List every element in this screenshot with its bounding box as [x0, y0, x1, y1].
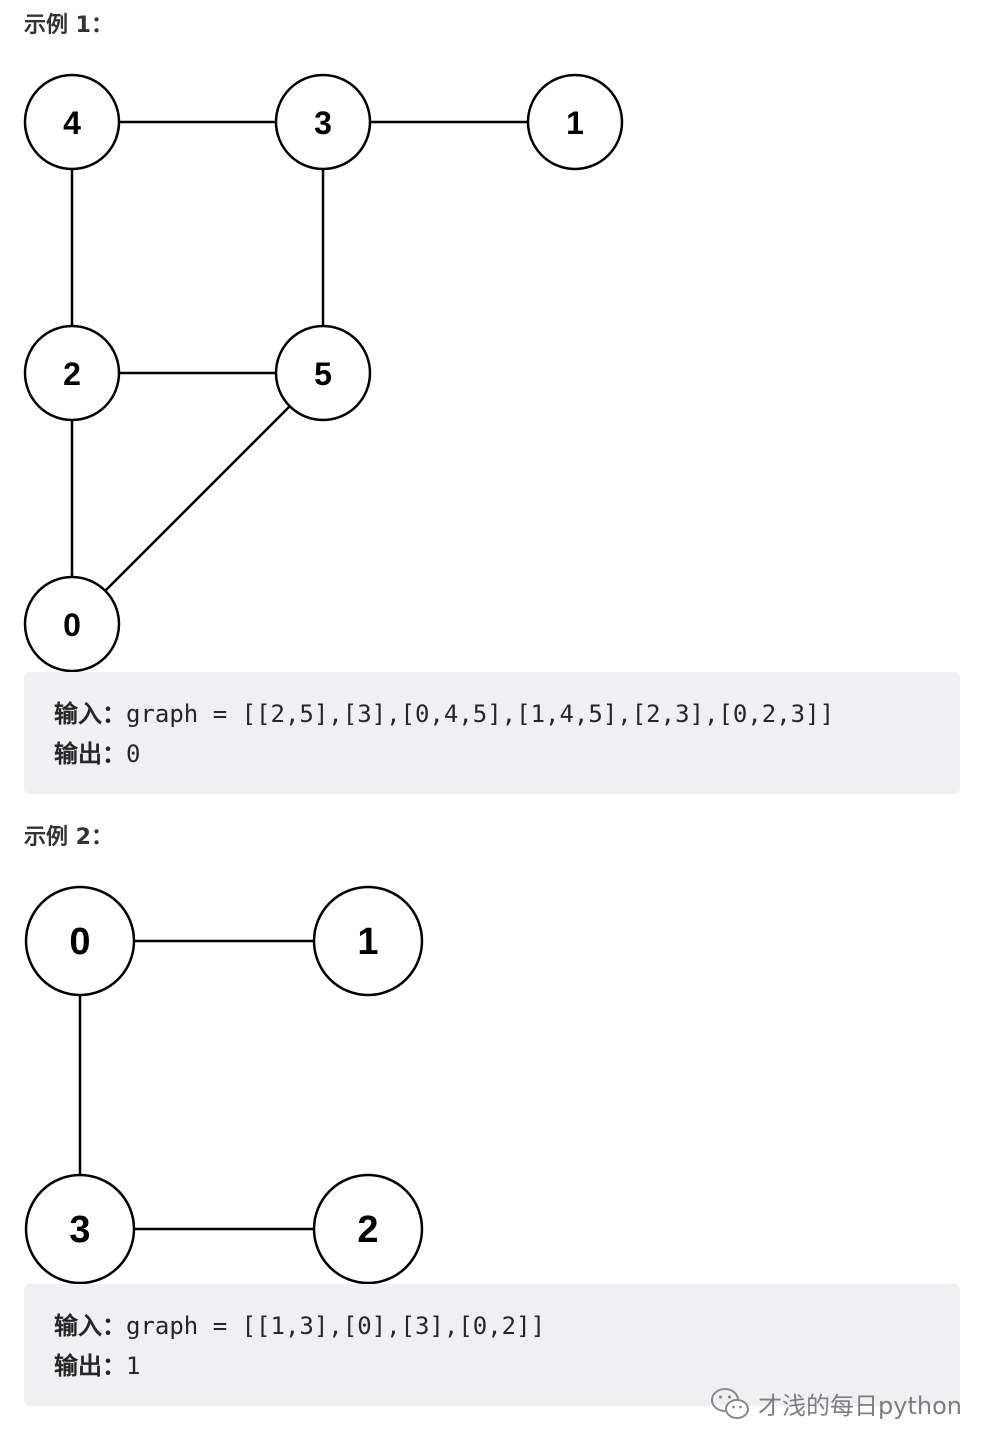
watermark-text: 才浅的每日python	[758, 1392, 962, 1420]
input-label: 输入：	[54, 1312, 126, 1340]
wechat-icon	[710, 1387, 750, 1421]
node-label-4: 4	[63, 105, 81, 141]
input-value: graph = [[1,3],[0],[3],[0,2]]	[126, 1312, 546, 1340]
node-label-2: 2	[63, 356, 81, 392]
output-label: 输出：	[54, 1352, 126, 1380]
example-1-code-block: 输入：graph = [[2,5],[3],[0,4,5],[1,4,5],[2…	[24, 672, 960, 794]
example-2-output-line: 输出：1	[54, 1346, 930, 1386]
node-label-1: 1	[566, 105, 584, 141]
node-1	[312, 885, 424, 997]
example-2-code-block: 输入：graph = [[1,3],[0],[3],[0,2]] 输出：1	[24, 1284, 960, 1406]
output-value: 0	[126, 740, 141, 768]
edge-5-0	[71, 372, 324, 625]
node-2	[23, 324, 121, 422]
example-2-graph: 0 1 2 3	[24, 885, 424, 1285]
node-4	[23, 73, 121, 171]
example-1-graph: 0 1 2 3 4 5	[23, 73, 624, 673]
node-label-1: 1	[357, 921, 378, 963]
node-label-5: 5	[314, 356, 332, 392]
example-1-heading: 示例 1：	[24, 13, 113, 38]
example-1-input-line: 输入：graph = [[2,5],[3],[0,4,5],[1,4,5],[2…	[54, 694, 930, 734]
input-value: graph = [[2,5],[3],[0,4,5],[1,4,5],[2,3]…	[126, 700, 835, 728]
node-label-2: 2	[357, 1209, 378, 1251]
node-3	[24, 1173, 136, 1285]
node-2	[312, 1173, 424, 1285]
node-label-0: 0	[63, 607, 81, 643]
node-label-3: 3	[69, 1209, 90, 1251]
output-label: 输出：	[54, 740, 126, 768]
node-5	[274, 324, 372, 422]
node-label-0: 0	[69, 921, 90, 963]
input-label: 输入：	[54, 700, 126, 728]
node-3	[274, 73, 372, 171]
watermark: 才浅的每日python	[710, 1386, 962, 1421]
example-2-heading: 示例 2：	[24, 825, 113, 850]
example-1-output-line: 输出：0	[54, 734, 930, 774]
node-label-3: 3	[314, 105, 332, 141]
node-1	[526, 73, 624, 171]
node-0	[23, 575, 121, 673]
output-value: 1	[126, 1352, 141, 1380]
example-2-input-line: 输入：graph = [[1,3],[0],[3],[0,2]]	[54, 1306, 930, 1346]
node-0	[24, 885, 136, 997]
